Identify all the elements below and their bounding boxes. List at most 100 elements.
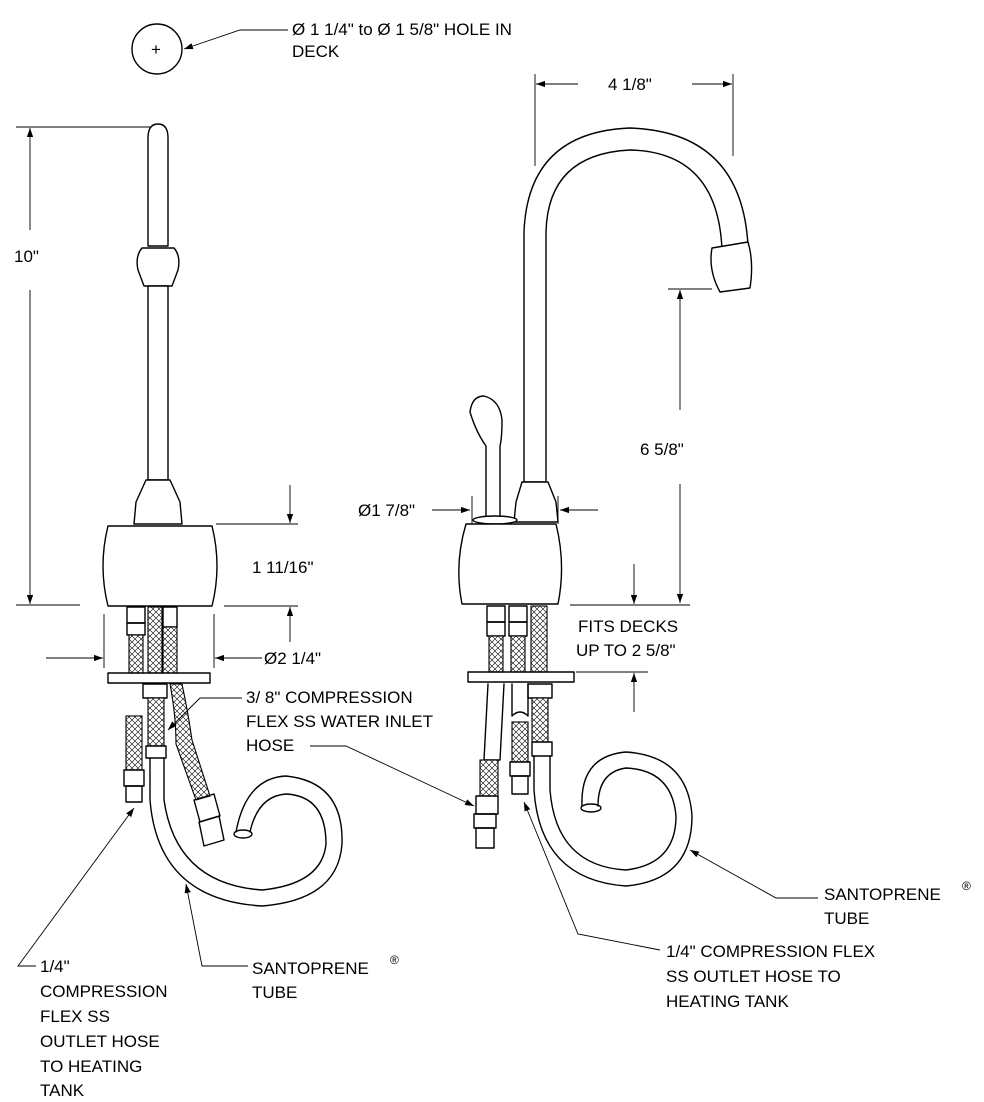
left-base-body [102,525,218,607]
inlet-leader-left [167,697,242,731]
left-faucet [102,123,343,907]
left-tube-leader [184,883,248,967]
right-inlet-braid [479,759,499,797]
left-dimensions: 10" 1 11/16" Ø2 1/4" [14,126,321,668]
left-santoprene-tube-inner [163,757,327,891]
left-lower-cone [133,479,183,525]
left-height-label: 10" [14,247,39,266]
left-outlet-line1: 1/4" [40,957,70,976]
inlet-label-line3: HOSE [246,736,294,755]
deck-hole-label-line2: DECK [292,42,340,61]
right-nut-top [527,683,553,699]
right-tube-line1: SANTOPRENE [824,885,941,904]
right-outlet-callout: 1/4" COMPRESSION FLEX SS OUTLET HOSE TO … [523,801,875,1011]
right-inlet-nut-3 [475,827,495,849]
left-inlet-nut-2 [125,785,143,803]
inlet-label-line2: FLEX SS WATER INLET [246,712,433,731]
right-mid-nut-2 [511,775,529,795]
left-tube-line1: SANTOPRENE [252,959,369,978]
inlet-hose-callout: 3/ 8" COMPRESSION FLEX SS WATER INLET HO… [167,688,475,807]
left-tube-line2: TUBE [252,983,297,1002]
deck-hole-center-mark: + [151,40,161,59]
right-outlet-line1: 1/4" COMPRESSION FLEX [666,942,875,961]
right-inlet-nut-1 [475,795,499,815]
left-mounting-plate [107,672,211,684]
right-dimensions: 4 1/8" 6 5/8" Ø1 7/8" FITS DECKS UP TO 2… [358,74,734,712]
right-braid-2 [510,635,526,673]
right-braid-3 [530,605,548,673]
right-outlet-line3: HEATING TANK [666,992,789,1011]
left-outlet-line2: COMPRESSION [40,982,168,1001]
right-fitting-1 [486,605,506,623]
left-outlet-callout: 1/4" COMPRESSION FLEX SS OUTLET HOSE TO … [17,807,168,1100]
right-braid-1 [488,635,504,673]
left-braid-1 [128,634,144,674]
right-spout-height-label: 6 5/8" [640,440,684,459]
left-fitting-1 [126,606,146,624]
left-inlet-braid [125,715,143,771]
deck-hole-circle [131,23,183,75]
left-nut-1 [142,683,168,699]
left-tube-mark: ® [390,953,399,967]
left-tube-callout: SANTOPRENE ® TUBE [184,883,399,1002]
left-outlet-braid [169,683,211,801]
deck-hole-leader [183,29,288,50]
right-diameter-label: Ø1 7/8" [358,501,415,520]
left-diameter-label: Ø2 1/4" [264,649,321,668]
right-outlet-leader [523,801,661,951]
left-braid-2 [147,606,163,674]
left-santoprene-tube [149,757,343,907]
right-mid-braid [511,721,529,763]
inlet-label-line1: 3/ 8" COMPRESSION [246,688,413,707]
right-tube-end [580,803,602,813]
right-tube-callout: SANTOPRENE ® TUBE [689,849,971,928]
right-fitting-2 [508,605,528,623]
left-outlet-line3: FLEX SS [40,1007,110,1026]
right-mid-tube [511,683,529,717]
right-santoprene-tube-inner [549,755,677,871]
right-outlet-line2: SS OUTLET HOSE TO [666,967,841,986]
right-fitting-2b [508,621,528,637]
left-outlet-line6: TANK [40,1081,85,1100]
right-deck-line2: UP TO 2 5/8" [576,641,676,660]
left-braid-4 [147,697,165,747]
left-fitting-3 [162,606,178,628]
left-braid-3 [162,626,178,674]
right-inlet-nut-2 [473,813,497,829]
right-gooseneck-spout [523,127,749,483]
left-base-height-label: 1 11/16" [252,558,314,577]
left-outlet-leader [17,807,135,967]
right-handle-lever [469,395,503,521]
deck-hole-callout: + Ø 1 1/4" to Ø 1 5/8" HOLE IN DECK [131,20,512,75]
inlet-leader-right [310,745,475,807]
left-outlet-fitting [193,793,221,823]
right-faucet [458,127,753,887]
right-mounting-plate [467,671,575,683]
right-tube-mark: ® [962,879,971,893]
right-santoprene-tube [533,751,693,887]
right-deck-line1: FITS DECKS [578,617,678,636]
right-base-body [458,523,563,605]
left-spout-tube [147,123,169,247]
right-handle-collar [472,515,518,525]
right-reach-label: 4 1/8" [608,75,652,94]
left-fitting-1b [126,622,146,636]
left-tube-end [233,829,253,839]
right-tube-line2: TUBE [824,909,869,928]
left-inlet-nut-1 [123,769,145,787]
left-spout-collar [136,247,180,287]
left-outlet-line4: OUTLET HOSE [40,1032,160,1051]
right-mid-nut-1 [509,761,531,777]
left-outlet-line5: TO HEATING [40,1057,142,1076]
right-tube-leader [689,849,818,899]
left-nut-2 [145,745,167,759]
right-nut-bottom [531,741,553,757]
right-braid-4 [531,697,549,743]
left-outlet-fitting-2 [198,815,225,847]
left-lower-tube [147,285,169,481]
right-spout-collar [513,481,559,523]
right-aerator [710,241,753,293]
deck-hole-label-line1: Ø 1 1/4" to Ø 1 5/8" HOLE IN [292,20,512,39]
right-fitting-1b [486,621,506,637]
